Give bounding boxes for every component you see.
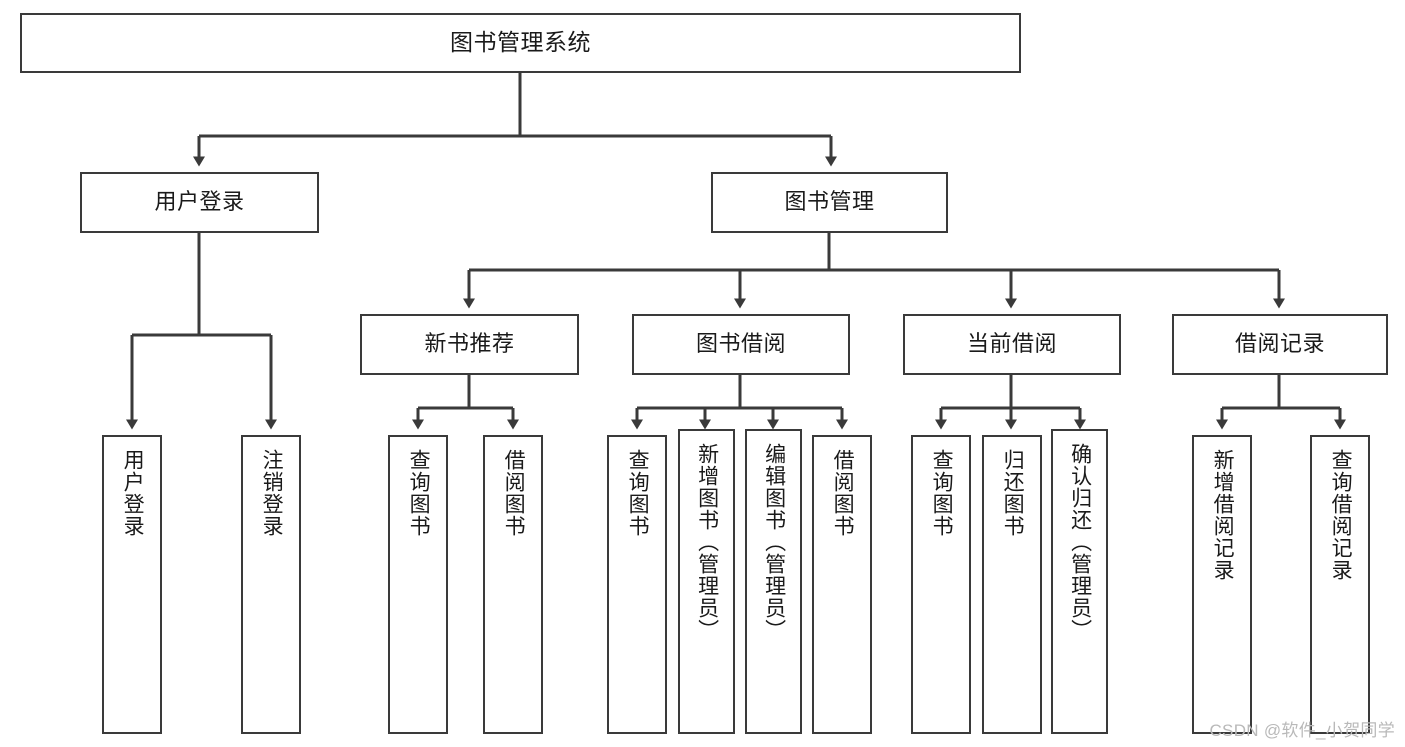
node-root-system[interactable]: 图书管理系统 [20, 13, 1021, 73]
leaf-query-borrow-record[interactable]: 查询借阅记录 [1310, 435, 1370, 734]
leaf-add-borrow-record[interactable]: 新增借阅记录 [1192, 435, 1252, 734]
leaf-edit-book-admin[interactable]: 编辑图书（管理员） [745, 429, 802, 734]
node-label: 借阅图书 [502, 449, 526, 537]
leaf-confirm-return-admin[interactable]: 确认归还（管理员） [1051, 429, 1108, 734]
node-new-book-recommend[interactable]: 新书推荐 [360, 314, 579, 375]
node-book-borrow[interactable]: 图书借阅 [632, 314, 850, 375]
csdn-watermark: CSDN @软件_小贺同学 [1209, 721, 1395, 740]
node-user-login[interactable]: 用户登录 [80, 172, 319, 233]
node-label: 查询图书 [407, 449, 431, 537]
node-label: 当前借阅 [966, 331, 1057, 357]
node-label: 新书推荐 [424, 331, 515, 357]
node-label: 图书借阅 [695, 331, 786, 357]
node-label: 归还图书 [1001, 449, 1025, 537]
node-label: 注销登录 [260, 449, 284, 537]
node-label: 查询借阅记录 [1329, 449, 1353, 581]
node-label: 新增借阅记录 [1211, 449, 1235, 581]
node-label: 查询图书 [930, 449, 954, 537]
leaf-user-logout[interactable]: 注销登录 [241, 435, 301, 734]
leaf-add-book-admin[interactable]: 新增图书（管理员） [678, 429, 735, 734]
node-label: 编辑图书（管理员） [762, 443, 786, 641]
leaf-borrow-book-recommend[interactable]: 借阅图书 [483, 435, 543, 734]
node-borrow-record[interactable]: 借阅记录 [1172, 314, 1388, 375]
node-label: 图书管理 [784, 189, 875, 215]
node-label: 查询图书 [626, 449, 650, 537]
node-label: 图书管理系统 [450, 29, 591, 56]
leaf-query-book-borrow[interactable]: 查询图书 [607, 435, 667, 734]
leaf-return-book[interactable]: 归还图书 [982, 435, 1042, 734]
leaf-borrow-book[interactable]: 借阅图书 [812, 435, 872, 734]
node-label: 新增图书（管理员） [695, 443, 719, 641]
node-book-management[interactable]: 图书管理 [711, 172, 948, 233]
node-current-borrow[interactable]: 当前借阅 [903, 314, 1121, 375]
node-label: 借阅记录 [1234, 331, 1325, 357]
leaf-user-login[interactable]: 用户登录 [102, 435, 162, 734]
node-label: 用户登录 [121, 449, 145, 537]
node-label: 确认归还（管理员） [1068, 443, 1092, 641]
leaf-query-book-recommend[interactable]: 查询图书 [388, 435, 448, 734]
node-label: 借阅图书 [831, 449, 855, 537]
node-label: 用户登录 [154, 189, 245, 215]
leaf-query-book-current[interactable]: 查询图书 [911, 435, 971, 734]
